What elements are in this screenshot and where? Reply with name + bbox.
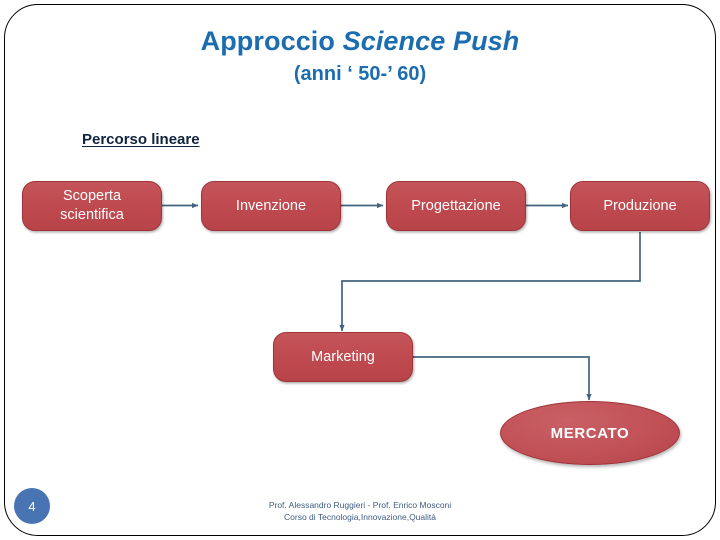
node-invenzione[interactable]: Invenzione <box>201 181 341 231</box>
slide-footer: Prof. Alessandro Ruggieri - Prof. Enrico… <box>0 499 720 524</box>
node-produzione-label: Produzione <box>603 197 677 214</box>
node-mercato[interactable]: MERCATO <box>500 401 680 465</box>
section-label: Percorso lineare <box>82 131 200 148</box>
page-subtitle: (anni ‘ 50-’ 60) <box>293 63 427 85</box>
node-progettazione-label: Progettazione <box>411 197 501 214</box>
footer-authors: Prof. Alessandro Ruggieri - Prof. Enrico… <box>268 500 452 510</box>
node-invenzione-label: Invenzione <box>235 197 307 214</box>
node-scoperta-label: Scoperta scientifica <box>60 188 124 223</box>
edge-produzione-marketing <box>339 232 641 332</box>
node-marketing-label: Marketing <box>311 348 375 365</box>
page-number-value: 4 <box>28 498 36 514</box>
edge-marketing-mercato <box>413 356 592 401</box>
node-marketing[interactable]: Marketing <box>273 332 413 382</box>
page-title: Approccio Science Push <box>0 26 720 57</box>
node-mercato-label: MERCATO <box>550 424 630 442</box>
page-title-prefix: Approccio <box>200 26 343 56</box>
node-progettazione[interactable]: Progettazione <box>386 181 526 231</box>
footer-course: Corso di Tecnologia,Innovazione,Qualità <box>284 512 436 523</box>
node-produzione[interactable]: Produzione <box>570 181 710 231</box>
node-scoperta[interactable]: Scoperta scientifica <box>22 181 162 231</box>
page-title-italic: Science Push <box>342 26 520 56</box>
page-number-badge: 4 <box>14 488 50 524</box>
